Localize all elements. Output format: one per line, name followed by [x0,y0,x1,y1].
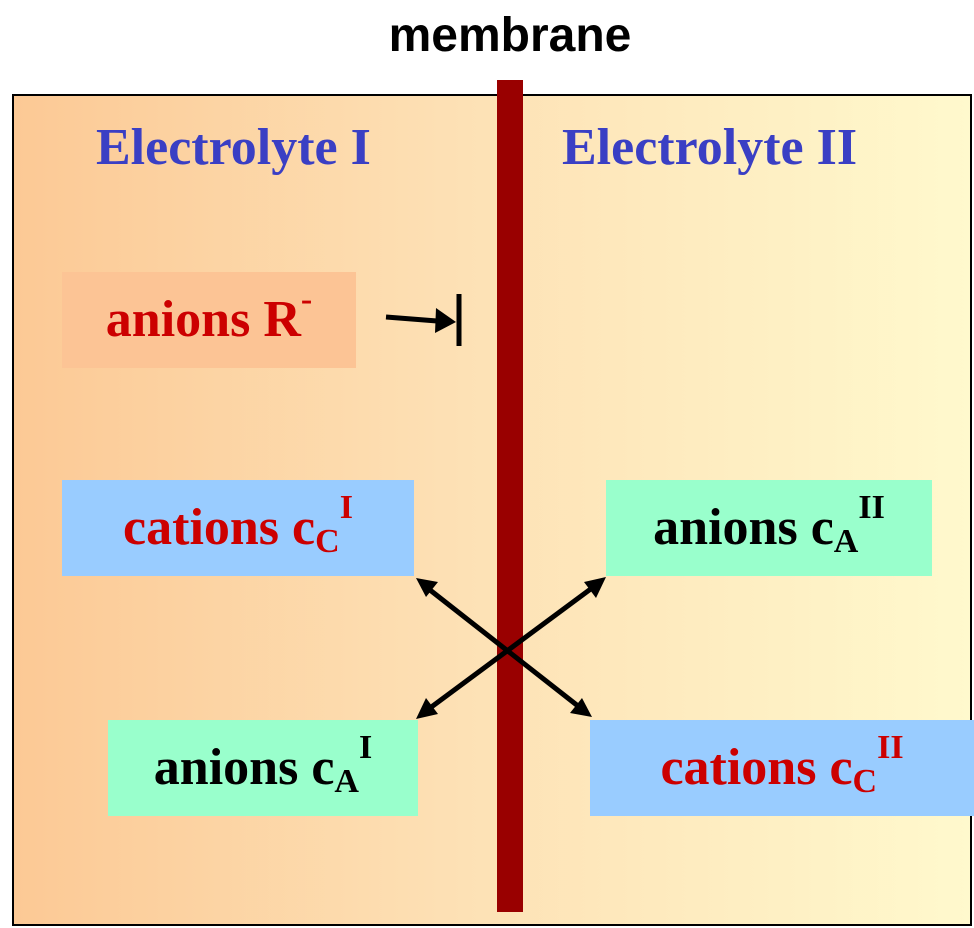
fixed-anions-label: anions R [105,291,301,348]
anion-exchange-arrow [416,577,606,719]
membrane-bar [497,80,523,912]
right-anions-label: anions c [653,499,834,556]
fixed-anions-box: anions R- [62,272,356,368]
blocked-arrow [385,294,462,346]
left-cations-label: cations c [123,499,316,556]
cation-exchange-arrow [416,578,592,717]
left-anions-label: anions c [153,739,335,796]
left-electrolyte-heading: Electrolyte I [96,119,371,176]
right-electrolyte-heading: Electrolyte II [562,119,858,176]
right-cations-label: cations c [660,739,853,796]
membrane-title: membrane [388,9,632,62]
